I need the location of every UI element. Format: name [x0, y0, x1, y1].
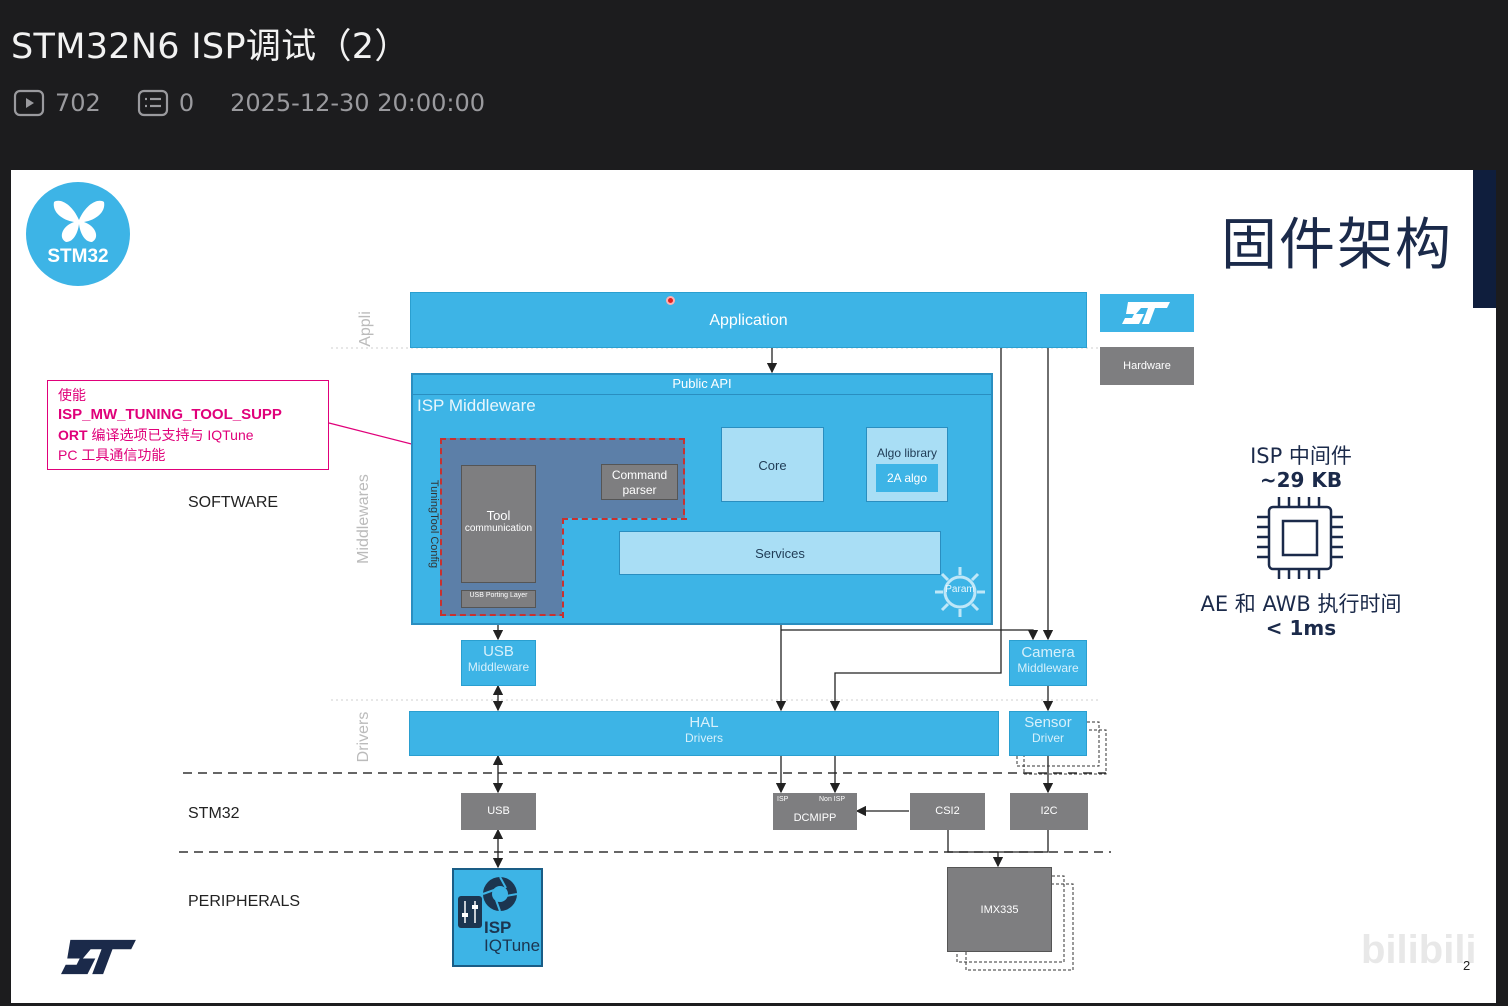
isp-mw-stats-label: ISP 中间件 [1250, 444, 1352, 468]
usb-peripheral-box: USB [461, 793, 536, 830]
camera-mw-label: Camera [1021, 644, 1075, 661]
core-box: Core [721, 427, 824, 502]
tool-label: Tool [486, 508, 511, 523]
public-api-bar: Public API [411, 373, 993, 395]
param-label: Param [945, 584, 975, 595]
tuning-sliders-icon [458, 896, 482, 928]
callout-line4: PC 工具通信功能 [58, 447, 166, 463]
st-legend-badge [1100, 294, 1194, 332]
layer-label-drivers: Drivers [355, 711, 372, 763]
video-title: STM32N6 ISP调试（2） [11, 27, 410, 67]
camera-mw-sublabel: Middleware [1017, 661, 1079, 675]
cursor-dot [666, 296, 675, 305]
usb-middleware-box: USB Middleware [461, 640, 536, 686]
hal-drivers-box: HAL Drivers [409, 711, 999, 756]
section-stm32: STM32 [188, 805, 240, 822]
comment-icon [137, 89, 168, 117]
isp-mw-size: ~29 KB [1259, 468, 1343, 492]
heading-accent-bar [1473, 170, 1496, 308]
hal-label: HAL [689, 714, 719, 731]
algo-library-box: Algo library 2A algo [866, 427, 948, 502]
play-count-icon [13, 89, 45, 117]
view-count: 702 [55, 89, 101, 117]
param-gear-icon [935, 567, 985, 617]
camera-shutter-icon [482, 876, 518, 912]
comment-count: 0 [178, 89, 195, 117]
algo-2a-box: 2A algo [876, 464, 938, 492]
non-isp-sub-label: Non ISP [819, 796, 846, 803]
usb-porting-layer: USB Porting Layer [461, 590, 536, 608]
command-parser-box: Command parser [601, 464, 678, 500]
callout-line2: ISP_MW_TUNING_TOOL_SUPP [58, 406, 282, 423]
tool-communication-box: Tool communication [461, 465, 536, 583]
services-box: Services [619, 531, 941, 575]
iqtune-isp-label: ISP [484, 918, 512, 937]
butterfly-icon [53, 200, 105, 242]
dcmipp-box: ISP Non ISP DCMIPP [773, 793, 857, 830]
imx335-sensor-box: IMX335 [947, 867, 1052, 952]
page-number: 2 [1463, 958, 1471, 973]
stm32-logo: STM32 [26, 182, 130, 286]
communication-label: communication [464, 523, 533, 534]
st-footer-logo [61, 939, 136, 975]
sensor-driver-box: Sensor Driver [1009, 711, 1087, 756]
i2c-box: I2C [1010, 793, 1088, 830]
ae-awb-value: < 1ms [1265, 616, 1337, 640]
bilibili-watermark: bilibili [1361, 928, 1477, 972]
section-peripherals: PERIPHERALS [188, 893, 301, 910]
callout-note: 使能 ISP_MW_TUNING_TOOL_SUPP ORT 编译选项已支持与 … [47, 380, 329, 470]
logo-text: STM32 [47, 246, 109, 267]
callout-line3b: 编译选项已支持与 IQTune [87, 427, 254, 443]
layer-label-appli: Appli [357, 311, 374, 347]
sensor-sublabel: Driver [1032, 731, 1064, 745]
hal-sublabel: Drivers [685, 731, 723, 745]
chip-icon [1257, 497, 1343, 579]
section-software: SOFTWARE [188, 494, 279, 511]
callout-line3a: ORT [58, 427, 88, 443]
video-player-frame[interactable]: STM32 固件架构 Appli Middlewares Drivers SOF… [11, 170, 1496, 1003]
callout-line1: 使能 [58, 387, 86, 403]
isp-sub-label: ISP [777, 796, 789, 803]
iqtune-label: IQTune [484, 936, 541, 955]
slide-heading: 固件架构 [1221, 213, 1453, 278]
camera-middleware-box: Camera Middleware [1009, 640, 1087, 686]
application-box: Application [410, 292, 1087, 348]
dcmipp-label: DCMIPP [793, 812, 837, 824]
iqtune-box: ISP IQTune [452, 868, 543, 967]
layer-label-middlewares: Middlewares [355, 474, 372, 564]
sensor-label: Sensor [1024, 714, 1072, 731]
ae-awb-label: AE 和 AWB 执行时间 [1200, 592, 1402, 616]
hardware-legend: Hardware [1100, 347, 1194, 385]
isp-middleware-label: ISP Middleware [417, 396, 536, 415]
tuningtool-config-label: TuningTool Config [428, 479, 440, 569]
algo-library-label: Algo library [876, 446, 938, 460]
video-meta: 702 0 2025-12-30 20:00:00 [13, 86, 485, 120]
csi2-box: CSI2 [910, 793, 985, 830]
st-logo-icon [1122, 302, 1170, 324]
publish-date: 2025-12-30 20:00:00 [230, 89, 485, 117]
usb-mw-label: USB [483, 643, 514, 660]
usb-mw-sublabel: Middleware [467, 660, 530, 674]
